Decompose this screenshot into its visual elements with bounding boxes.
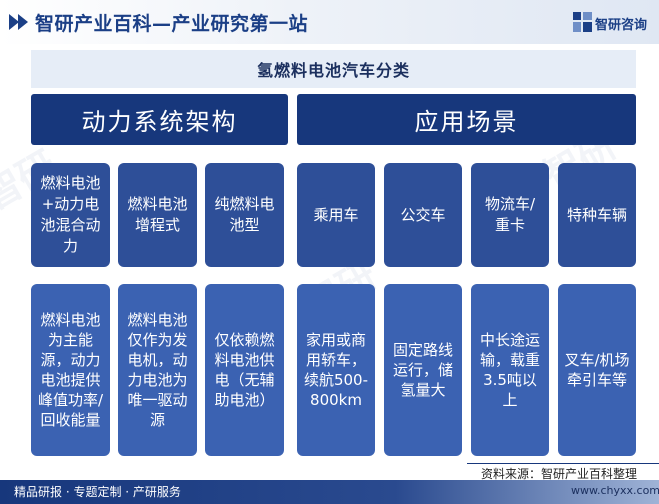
description-box: 燃料电池为主能源，动力电池提供峰值功率/回收能量 [31, 284, 110, 456]
description-box: 中长途运输，载重3.5吨以上 [471, 284, 549, 456]
source-note: 资料来源：智研产业百科整理 [481, 467, 638, 481]
diagram-title: 氢燃料电池汽车分类 [256, 61, 410, 80]
brand-logo-icon [573, 12, 592, 32]
subcategory-box: 物流车/重卡 [471, 163, 549, 267]
subcategory-box: 燃料电池增程式 [118, 163, 197, 267]
footer-services: 精品研报 · 专题定制 · 产研服务 [14, 485, 181, 499]
header-title: 智研产业百科—产业研究第一站 [35, 13, 309, 35]
footer-bar [0, 480, 659, 504]
category-application: 应用场景 [297, 94, 636, 145]
footer-url[interactable]: www.chyxx.com [571, 484, 659, 497]
subcategory-box: 特种车辆 [558, 163, 636, 267]
description-box: 仅依赖燃料电池供电（无辅助电池） [205, 284, 284, 456]
subcategory-box: 纯燃料电池型 [205, 163, 284, 267]
chevron-right-icon [9, 14, 19, 30]
chevron-right-icon [18, 14, 28, 30]
description-box: 叉车/机场牵引车等 [558, 284, 636, 456]
description-box: 燃料电池仅作为发电机，动力电池为唯一驱动源 [118, 284, 197, 456]
subcategory-box: 乘用车 [297, 163, 375, 267]
category-power-system: 动力系统架构 [31, 94, 288, 145]
subcategory-box: 燃料电池+动力电池混合动力 [31, 163, 110, 267]
subcategory-box: 公交车 [384, 163, 462, 267]
header-bar [0, 0, 659, 44]
diagram-title-band: 氢燃料电池汽车分类 [31, 50, 636, 88]
brand-logo-text: 智研咨询 [595, 18, 648, 33]
description-box: 固定路线运行，储氢量大 [384, 284, 462, 456]
description-box: 家用或商用轿车，续航500-800km [297, 284, 375, 456]
footer-divider [467, 463, 659, 464]
